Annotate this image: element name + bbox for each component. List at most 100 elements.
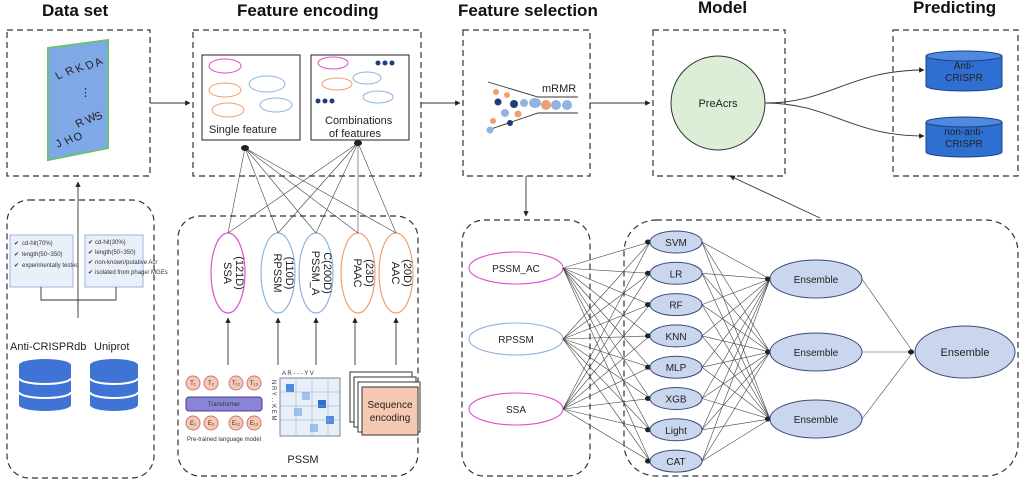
svg-text:E₁: E₁ [190,421,196,427]
classifier-ensemble-edge [701,398,771,420]
anti-crispr-db-label: Anti-CRISPRdb [10,341,86,353]
pssm-caption: PSSM [287,454,318,466]
classifier-ensemble-edge [701,304,771,420]
svg-text:✔: ✔ [88,250,93,256]
feature-classifier-edge [562,338,651,399]
classifier-ensemble-edge [701,366,771,420]
svg-text:PSSM_AC: PSSM_AC [492,264,540,275]
header-model: Model [698,0,747,17]
svg-text:T₁₃: T₁₃ [250,381,259,387]
classifier-node-xgb [649,387,703,410]
feature-classifier-edge [562,338,651,462]
svg-text:RPSSM: RPSSM [498,335,534,346]
classifier-label: XGB [665,395,686,406]
uniprot-db-icon [89,359,139,411]
mrmr-label: mRMR [542,83,576,95]
predicting-box [892,29,1019,177]
ensemble-final-edge [861,351,914,420]
classifier-node-rf [649,293,703,317]
feature-classifier-edge [562,267,651,399]
svg-text:SSA: SSA [221,262,233,285]
classifier-label: RF [669,301,682,312]
svg-text:✔: ✔ [88,260,93,266]
feature-ellipse-aac: AAC (20D) [378,232,414,314]
svg-text:(121D): (121D) [233,256,245,290]
classifier-node-knn [649,324,703,348]
svg-text:CRISPR: CRISPR [945,139,983,150]
svg-text:E₁₂: E₁₂ [232,421,241,427]
classifier-ensemble-edge [701,273,771,353]
edge-arrowhead [645,270,651,276]
edge-arrowhead [765,416,771,422]
svg-text:PSSM_A: PSSM_A [309,251,321,296]
svg-text:✔: ✔ [14,263,19,269]
svg-text:length(50~350): length(50~350) [22,252,63,258]
svg-text:✔: ✔ [14,252,19,258]
svg-text:✔: ✔ [88,240,93,246]
feature-classifier-edge [562,408,651,431]
classifier-node-mlp [649,355,703,379]
classifier-network: SVMLRRFKNNMLPXGBLightCATEnsembleEnsemble… [562,230,1016,473]
anti-crispr-cylinder: Anti- CRISPR [925,50,1003,92]
feature-classifier-edge [562,398,651,410]
svg-text:(110D): (110D) [283,257,295,290]
classifier-ensemble-edge [701,278,771,337]
svg-text:cd-hit(70%): cd-hit(70%) [22,241,53,247]
svg-text:✔: ✔ [88,270,93,276]
uniprot-label: Uniprot [94,341,129,353]
classifier-ensemble-edge [701,304,771,353]
classifier-label: Light [665,426,687,437]
classifier-ensemble-edge [701,278,771,462]
svg-text:cd-hit(30%): cd-hit(30%) [95,240,126,246]
anti-crispr-filter-card [9,234,74,288]
feature-classifier-edge [562,267,651,305]
svg-text:encoding: encoding [370,413,411,424]
preacrs-label: PreAcrs [698,98,738,110]
classifier-ensemble-edge [701,278,771,399]
edge-arrowhead [645,333,651,339]
feature-ellipse-paac: PAAC (23D) [340,232,376,314]
final-ensemble-label: Ensemble [941,347,990,359]
selected-feature-rpssm: RPSSM [468,322,564,356]
classifier-ensemble-edge [701,278,771,305]
feature-classifier-edge [562,241,651,340]
pssm-matrix: A R - - - Y V N R Y . . K E M [270,371,341,437]
classifier-ensemble-edge [701,241,771,280]
edge-arrowhead [645,302,651,308]
svg-text:(20D): (20D) [401,259,413,287]
svg-text:Sequence: Sequence [367,400,412,411]
feature-classifier-edge [562,267,651,462]
selected-feature-pssm-ac: PSSM_AC [468,251,564,285]
svg-text:CRISPR: CRISPR [945,73,983,84]
feature-to-panel-links [227,140,397,234]
feature-classifier-edge [562,304,651,340]
sequence-encoding-stack: Sequence encoding [349,371,421,436]
anti-crispr-db-icon [18,359,72,411]
classifier-node-svm [649,230,703,254]
svg-text:Transformer: Transformer [208,402,240,408]
svg-text:E₂: E₂ [208,421,215,427]
svg-text:AAC: AAC [389,262,401,285]
feature-classifier-edge [562,241,651,410]
edge-arrowhead [765,276,771,282]
edge-arrowhead [645,239,651,245]
feature-classifier-edge [562,338,651,368]
feature-ellipse-ssa: SSA (121D) [210,232,246,314]
final-ensemble-node [914,325,1016,379]
classifier-ensemble-edge [701,335,771,420]
combination-label-2: of features [329,128,381,140]
edge-arrowhead [645,396,651,401]
classifier-ensemble-edge [701,335,771,353]
classifier-label: SVM [665,238,687,249]
selected-feature-ssa: SSA [468,392,564,426]
header-feature-encoding: Feature encoding [237,1,379,20]
svg-text:A R - - - Y V: A R - - - Y V [282,371,314,377]
classifier-node-light [649,418,703,442]
combination-label-1: Combinations [325,115,393,127]
feature-classifier-edge [562,335,651,340]
ensemble-node [769,259,863,299]
svg-text:✔: ✔ [14,241,19,247]
ensemble-node [769,332,863,372]
classifier-label: KNN [665,332,686,343]
